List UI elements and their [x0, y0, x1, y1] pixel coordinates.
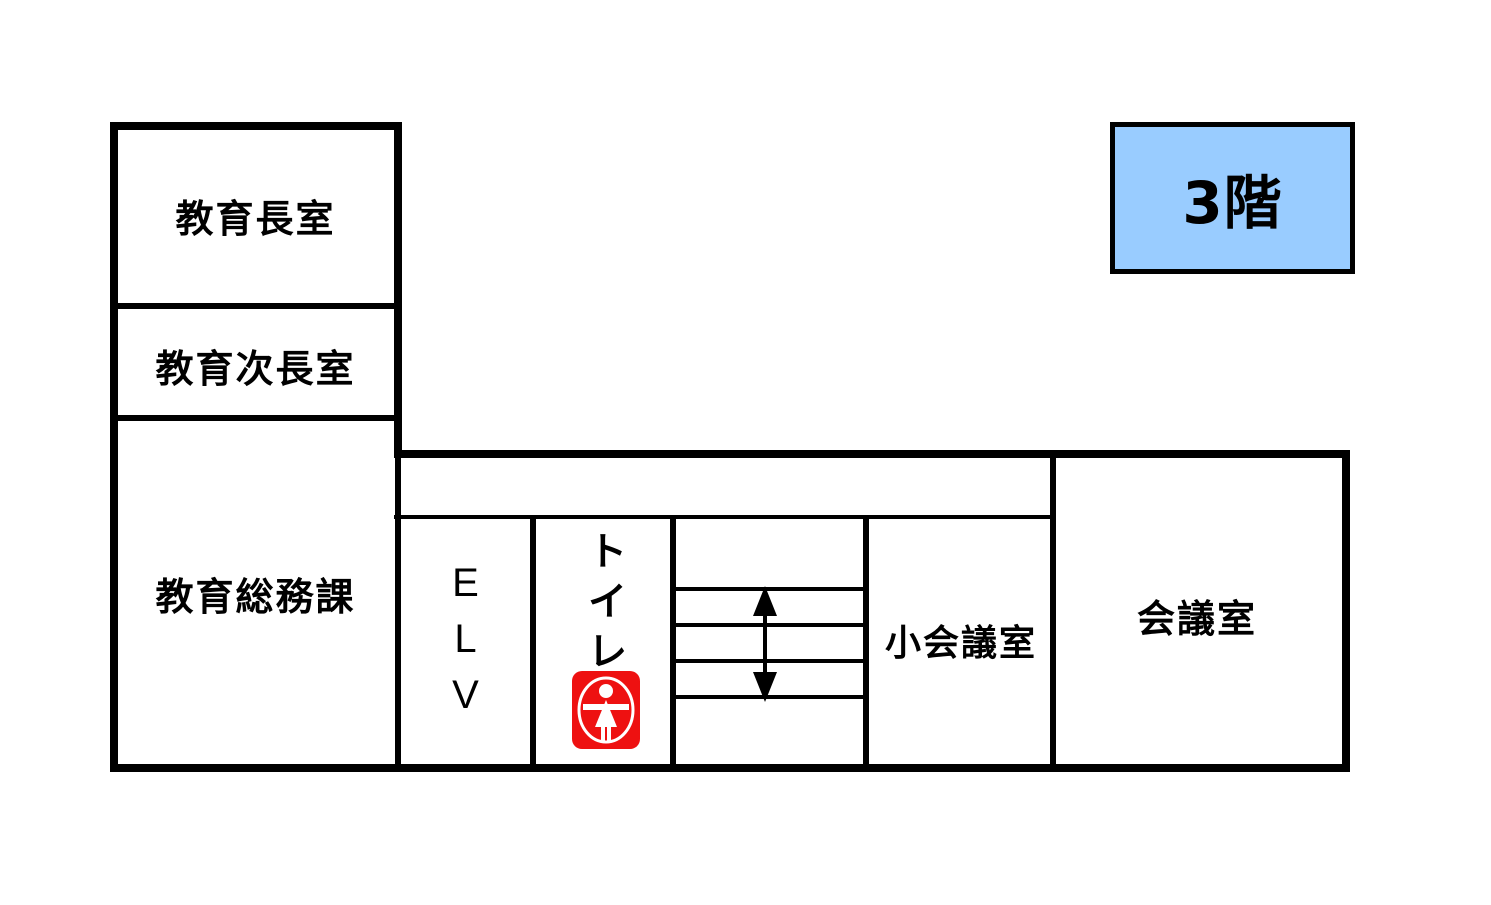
stair-up-down-arrow-icon: [753, 586, 777, 702]
divider-stairs-small-meeting: [863, 515, 869, 766]
room-label-small-meeting-room: 小会議室: [866, 600, 1056, 680]
wall-left-outer: [110, 122, 118, 772]
wall-top-main-wing: [394, 450, 1350, 458]
room-label-text: 会議室: [1136, 596, 1257, 641]
divider-superintendent-deputy: [110, 303, 401, 309]
wall-right-upper-block: [394, 122, 402, 457]
room-label-restroom: トイレ: [537, 520, 670, 690]
wall-top-upper-block: [110, 122, 402, 130]
divider-small-meeting-meeting: [1050, 450, 1056, 766]
female-restroom-icon: [572, 671, 640, 749]
room-label-text: 教育長室: [175, 196, 336, 241]
floor-badge: 3階: [1110, 122, 1355, 274]
room-label-text: トイレ: [580, 530, 627, 680]
divider-corridor-band: [394, 515, 1056, 519]
room-label-deputy-superintendent-office: 教育次長室: [110, 320, 401, 410]
stair-step: [673, 623, 865, 627]
room-label-superintendent-office: 教育長室: [110, 160, 401, 270]
wall-bottom-outer: [110, 764, 1350, 772]
divider-elevator-restroom: [530, 515, 536, 766]
room-label-meeting-room: 会議室: [1052, 570, 1342, 660]
stair-step: [673, 695, 865, 699]
floor-badge-label: 3階: [1182, 169, 1283, 237]
divider-deputy-general-affairs: [110, 415, 401, 421]
wall-right-general-affairs: [395, 450, 401, 766]
divider-restroom-stairs: [670, 515, 676, 766]
room-label-text: 教育総務課: [155, 574, 356, 619]
wall-right-outer: [1342, 450, 1350, 772]
room-label-text: 教育次長室: [155, 346, 356, 391]
room-label-text: 小会議室: [884, 623, 1037, 664]
stair-step: [673, 587, 865, 591]
room-label-text: ELV: [443, 561, 488, 729]
room-label-education-general-affairs: 教育総務課: [110, 548, 401, 638]
stair-step: [673, 659, 865, 663]
room-label-elevator: ELV: [400, 545, 530, 745]
